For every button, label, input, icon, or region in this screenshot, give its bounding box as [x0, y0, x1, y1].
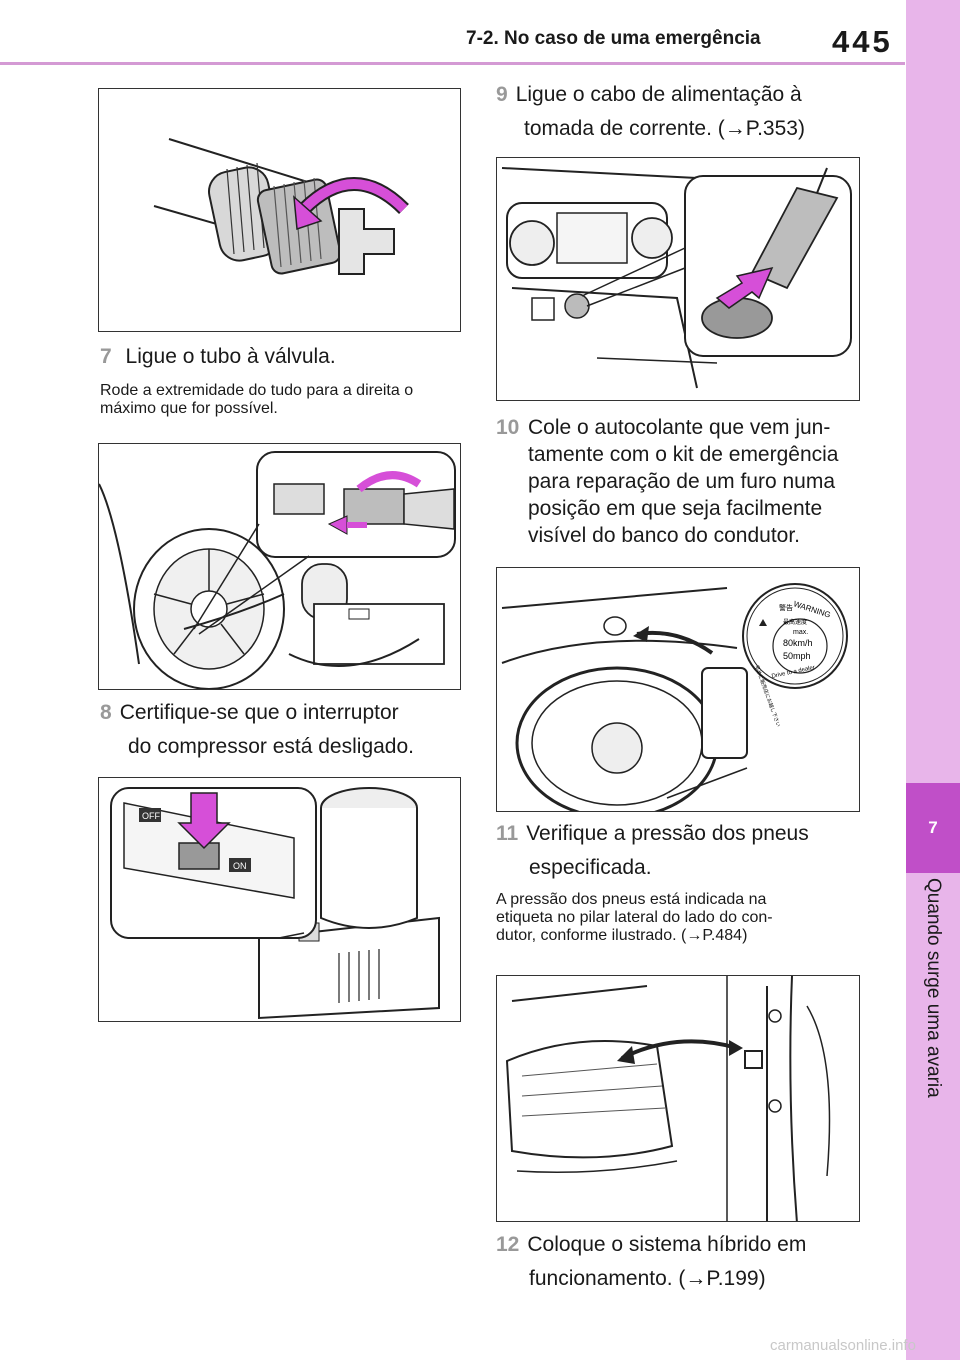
step-11: 11 Verifique a pressão dos pneus especifi… [496, 818, 809, 883]
step-text-line: visível do banco do condutor. [528, 524, 801, 547]
step-9: 9 Ligue o cabo de alimentação à tomada de… [496, 79, 805, 144]
note-line: A pressão dos pneus está indicada na [496, 891, 767, 908]
header-rule [0, 62, 905, 65]
switch-label-on: ON [233, 861, 247, 871]
section-title: 7-2. No caso de uma emergência [466, 28, 761, 49]
note-step-11: A pressão dos pneus está indicada na eti… [496, 891, 861, 945]
step-8: 8 Certifique-se que o interruptor do comp… [100, 697, 414, 762]
note-line: dutor, conforme ilustrado. (→P.484) [496, 927, 748, 944]
door-pillar-label-illustration [505, 976, 831, 1221]
step-text: Ligue o tubo à válvula. [125, 345, 336, 368]
step-number: 11 [496, 822, 519, 845]
step-number: 7 [100, 345, 112, 368]
step-text-line2: especificada. [529, 856, 652, 879]
chapter-side-tab: 7 Quando surge uma avaria [906, 0, 960, 1360]
step-text-line2: do compressor está desligado. [128, 735, 414, 758]
step-text-line1: Ligue o cabo de alimentação à [515, 83, 802, 106]
step-text-line: para reparação de um furo numa [528, 470, 836, 493]
note-line: etiqueta no pilar lateral do lado do con… [496, 909, 773, 926]
sticker-speed-jp: 最高速度 [783, 618, 807, 626]
step-number: 8 [100, 701, 112, 724]
step-text-line2: tomada de corrente. (→P.353) [524, 117, 805, 140]
sticker-max: max. [793, 629, 808, 636]
power-socket-illustration [501, 167, 852, 389]
figure-compressor-wheel [98, 443, 461, 690]
figure-compressor-switch: OFF ON [98, 777, 461, 1022]
step-text-line: Cole o autocolante que vem jun- [528, 416, 831, 439]
compressor-wheel-illustration [99, 451, 456, 689]
figure-power-socket [496, 157, 860, 401]
step-number: 12 [496, 1233, 520, 1256]
step-text-line1: Verifique a pressão dos pneus [526, 822, 809, 845]
sticker-top-jp: 警告 [779, 603, 793, 612]
compressor-switch-illustration: OFF ON [110, 787, 440, 1020]
figure-hose-valve [98, 88, 461, 332]
step-text-line1: Coloque o sistema híbrido em [527, 1233, 807, 1256]
note-step-7: Rode a extremidade do tudo para a direit… [100, 382, 414, 417]
step-12: 12 Coloque o sistema híbrido em funcionam… [496, 1229, 806, 1294]
step-7: 7 Ligue o tubo à válvula. [100, 341, 336, 372]
step-text-line: tamente com o kit de emergência [528, 443, 839, 466]
chapter-title: Quando surge uma avaria [923, 878, 944, 1098]
figure-door-pillar-label [496, 975, 860, 1222]
step-text-line1: Certifique-se que o interruptor [119, 701, 399, 724]
page-number: 445 [832, 24, 893, 59]
chapter-number-box: 7 [906, 783, 960, 873]
step-text-line: posição em que seja facilmente [528, 497, 823, 520]
sticker-kmh: 80km/h [783, 638, 813, 648]
step-number: 9 [496, 83, 508, 106]
footer-watermark[interactable]: carmanualsonline.info [770, 1337, 916, 1354]
sticker-mph: 50mph [783, 651, 811, 661]
step-text-line2: funcionamento. (→P.199) [529, 1267, 766, 1290]
figure-sticker-placement: 警告 WARNING 最高速度 max. 80km/h 50mph Drive … [496, 567, 860, 812]
switch-label-off: OFF [142, 811, 160, 821]
hose-valve-illustration [153, 138, 409, 275]
step-number: 10 [496, 416, 520, 439]
step-10: 10 Cole o autocolante que vem jun- tamen… [496, 414, 839, 549]
sticker-placement-illustration: 警告 WARNING 最高速度 max. 80km/h 50mph Drive … [501, 583, 848, 811]
